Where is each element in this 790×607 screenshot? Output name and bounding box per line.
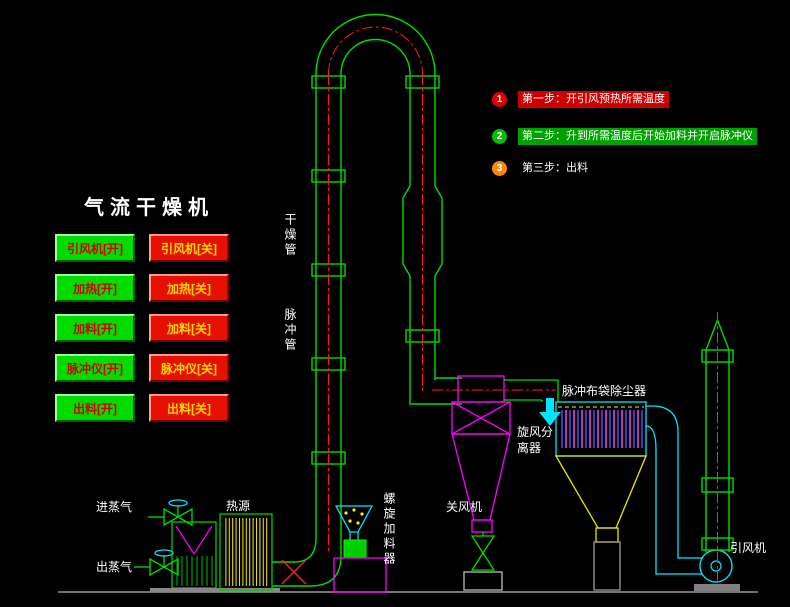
label-drying-pipe: 干燥管 — [283, 213, 297, 258]
pulse-off-button[interactable]: 脉冲仪[关] — [149, 354, 229, 382]
cyclone-separator — [451, 375, 511, 533]
rotary-valve — [463, 532, 503, 591]
steam-heater-vessel — [150, 521, 280, 592]
label-rotary-valve: 关风机 — [446, 500, 483, 514]
step-1-badge-icon: 1 — [492, 92, 507, 107]
label-heat-source: 热源 — [226, 499, 251, 513]
steam-valve-out — [134, 549, 179, 577]
ind-fan-on-button[interactable]: 引风机[开] — [55, 234, 135, 262]
step-3-text: 第三步：出料 — [522, 162, 588, 174]
clean-gas-duct — [645, 405, 702, 575]
heat-exchanger — [219, 513, 307, 591]
step-3-badge-icon: 3 — [492, 161, 507, 176]
pulse-on-button[interactable]: 脉冲仪[开] — [55, 354, 135, 382]
label-draft-fan: 引风机 — [730, 541, 767, 555]
cyclone-outlet-pipe — [504, 379, 559, 402]
ind-fan-off-button[interactable]: 引风机[关] — [149, 234, 229, 262]
heating-off-button[interactable]: 加热[关] — [149, 274, 229, 302]
label-steam-out: 出蒸气 — [96, 560, 133, 574]
pipe-centerlines — [328, 26, 556, 552]
label-screw-feeder: 螺旋加料器 — [382, 492, 396, 567]
step-2-text: 第二步：升到所需温度后开始加料并开启脉冲仪 — [518, 128, 757, 145]
page-title: 气流干燥机 — [84, 197, 214, 219]
u-pipe — [272, 13, 462, 587]
label-cyclone: 旋风分离器 — [517, 425, 554, 455]
label-bag-filter: 脉冲布袋除尘器 — [562, 384, 647, 398]
label-pulse-pipe: 脉冲管 — [283, 308, 297, 353]
steam-valve-in — [148, 499, 193, 527]
screw-feeder — [333, 505, 387, 593]
bag-filter — [554, 401, 647, 591]
step-1-text: 第一步：开引风预热所需温度 — [518, 91, 669, 108]
discharge-off-button[interactable]: 出料[关] — [149, 394, 229, 422]
step-row-3: 3 第三步：出料 — [492, 160, 592, 177]
feeding-off-button[interactable]: 加料[关] — [149, 314, 229, 342]
feeding-on-button[interactable]: 加料[开] — [55, 314, 135, 342]
discharge-on-button[interactable]: 出料[开] — [55, 394, 135, 422]
label-steam-in: 进蒸气 — [96, 500, 133, 514]
step-row-2: 2 第二步：升到所需温度后开始加料并开启脉冲仪 — [492, 128, 757, 145]
step-2-badge-icon: 2 — [492, 129, 507, 144]
heating-on-button[interactable]: 加热[开] — [55, 274, 135, 302]
step-row-1: 1 第一步：开引风预热所需温度 — [492, 91, 669, 108]
